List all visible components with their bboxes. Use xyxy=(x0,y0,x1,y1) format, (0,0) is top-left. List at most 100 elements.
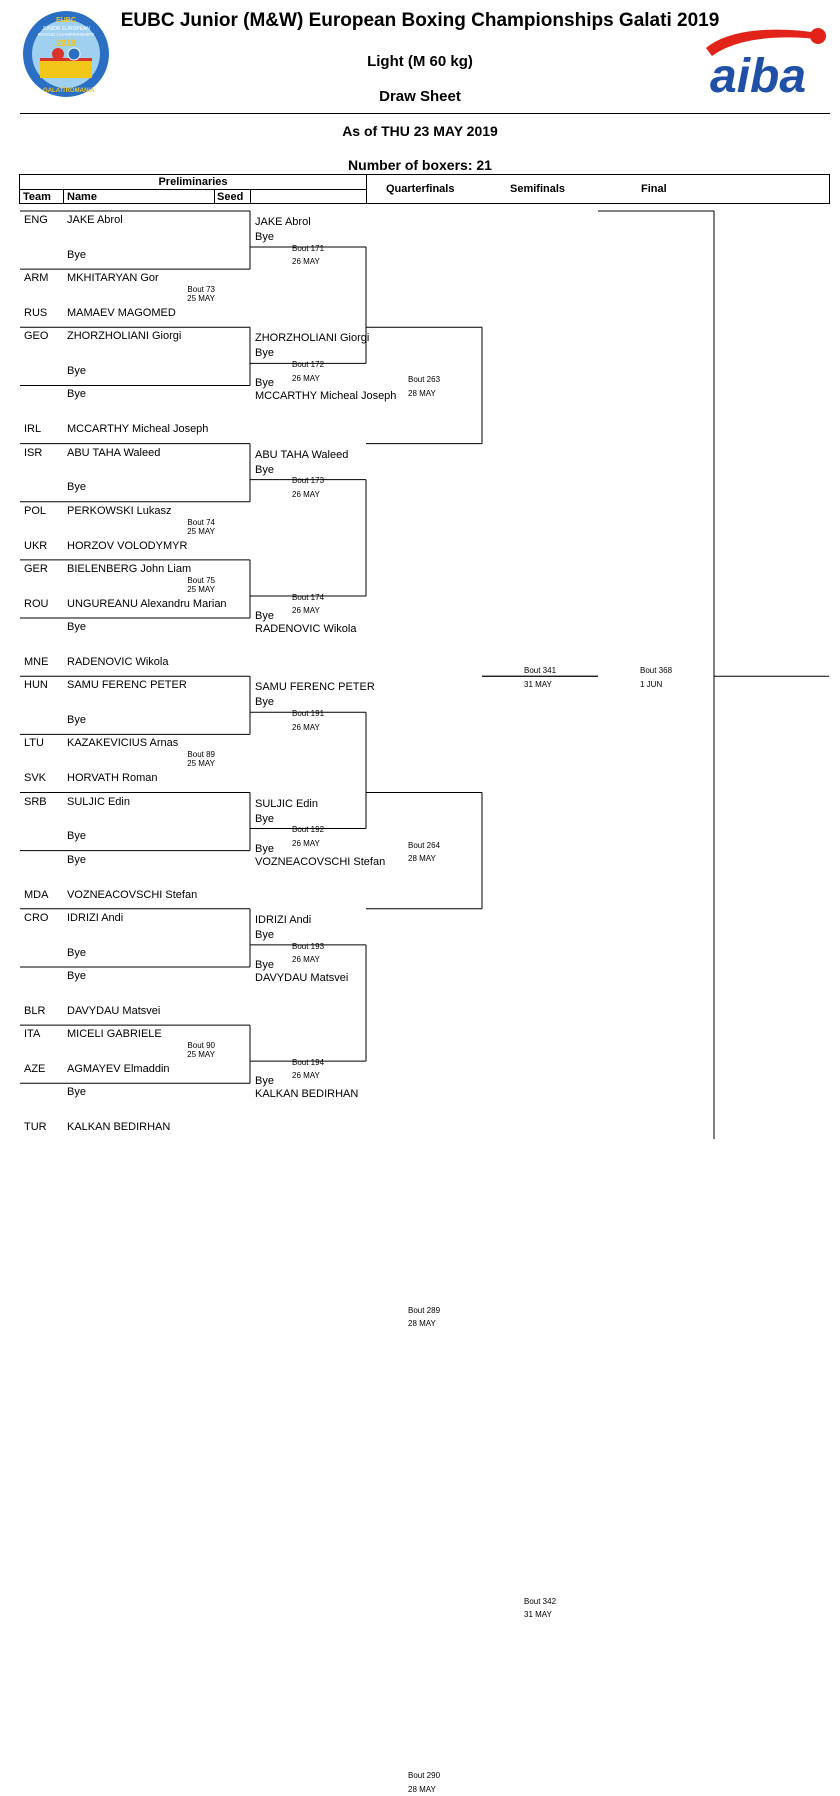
header-col-divider xyxy=(366,174,367,204)
bout-number: Bout 191 xyxy=(292,709,325,719)
bye-label: Bye xyxy=(255,812,274,825)
svg-text:BOXING CHAMPIONSHIPS: BOXING CHAMPIONSHIPS xyxy=(38,32,95,37)
boxer-name: MICELI GABRIELE xyxy=(67,1028,162,1041)
bout-number: Bout 341 xyxy=(524,666,557,676)
bout-number: Bout 263 xyxy=(408,375,441,385)
bye-label: Bye xyxy=(255,842,274,855)
bout-number: Bout 290 xyxy=(408,1771,441,1781)
team-code: UKR xyxy=(24,539,48,552)
bout-number: Bout 289 xyxy=(408,1305,441,1315)
name-header: Name xyxy=(67,191,97,203)
advancing-boxer: JAKE Abrol xyxy=(255,216,311,229)
prelim-bout-number: Bout 73 xyxy=(187,285,215,295)
boxer-name: JAKE Abrol xyxy=(67,214,123,226)
team-code: HUN xyxy=(24,679,48,692)
bout-date: 31 MAY xyxy=(524,679,552,689)
boxer-name: MCCARTHY Micheal Joseph xyxy=(67,423,209,436)
bout-date: 26 MAY xyxy=(292,373,320,383)
boxer-name: HORZOV VOLODYMYR xyxy=(67,539,188,552)
advancing-boxer: DAVYDAU Matsvei xyxy=(255,971,349,984)
svg-text:2019: 2019 xyxy=(56,38,76,48)
boxer-name: MKHITARYAN Gor xyxy=(67,272,159,285)
team-code: SRB xyxy=(24,795,47,808)
prelim-bout-number: Bout 74 xyxy=(187,517,215,527)
team-code: SVK xyxy=(24,772,47,785)
team-code: CRO xyxy=(24,911,49,924)
team-code: LTU xyxy=(24,737,44,750)
team-code: AZE xyxy=(24,1062,46,1075)
team-code: TUR xyxy=(24,1121,47,1134)
boxer-name: HORVATH Roman xyxy=(67,772,158,785)
bout-date: 26 MAY xyxy=(292,1071,320,1081)
boxer-name: KALKAN BEDIRHAN xyxy=(67,1121,171,1134)
advancing-boxer: ZHORZHOLIANI Giorgi xyxy=(255,332,370,345)
bye-label: Bye xyxy=(67,481,86,494)
bye-label: Bye xyxy=(255,231,274,244)
boxer-name: DAVYDAU Matsvei xyxy=(67,1004,161,1017)
advancing-boxer: VOZNEACOVSCHI Stefan xyxy=(255,855,386,868)
semifinals-header: Semifinals xyxy=(510,183,566,195)
bye-label: Bye xyxy=(255,377,274,390)
boxer-name: VOZNEACOVSCHI Stefan xyxy=(67,888,198,901)
boxer-name: SAMU FERENC PETER xyxy=(67,679,187,692)
boxer-name: PERKOWSKI Lukasz xyxy=(67,504,172,517)
aiba-logo: aiba xyxy=(700,22,828,103)
bye-label: Bye xyxy=(67,714,86,727)
prelim-bout-date: 25 MAY xyxy=(187,294,215,304)
prelim-bout-date: 25 MAY xyxy=(187,1050,215,1060)
prelim-bout-number: Bout 75 xyxy=(187,575,215,585)
as-of-date: As of THU 23 MAY 2019 xyxy=(342,123,498,139)
advancing-boxer: MCCARTHY Micheal Joseph xyxy=(255,390,397,403)
advancing-boxer: SULJIC Edin xyxy=(255,797,318,810)
bout-date: 28 MAY xyxy=(408,1784,436,1794)
header-col-divider xyxy=(214,189,215,204)
bout-number: Bout 174 xyxy=(292,592,325,602)
boxer-name: AGMAYEV Elmaddin xyxy=(67,1062,170,1075)
final-header: Final xyxy=(641,183,667,195)
bye-label: Bye xyxy=(255,696,274,709)
team-code: MDA xyxy=(24,888,49,901)
bout-date: 26 MAY xyxy=(292,955,320,965)
boxer-name: ABU TAHA Waleed xyxy=(67,446,161,459)
boxer-name: ZHORZHOLIANI Giorgi xyxy=(67,330,182,343)
team-code: RUS xyxy=(24,307,48,320)
boxer-name: SULJIC Edin xyxy=(67,795,130,808)
bout-date: 26 MAY xyxy=(292,838,320,848)
team-code: ISR xyxy=(24,446,43,459)
svg-text:GALATI: GALATI xyxy=(43,88,65,94)
header-col-divider xyxy=(63,189,64,204)
bout-date: 28 MAY xyxy=(408,854,436,864)
team-code: IRL xyxy=(24,423,42,436)
bout-date: 26 MAY xyxy=(292,722,320,732)
team-code: ARM xyxy=(24,272,49,285)
bye-label: Bye xyxy=(255,463,274,476)
bout-date: 31 MAY xyxy=(524,1610,552,1620)
boxer-name: BIELENBERG John Liam xyxy=(67,562,192,575)
team-code: ROU xyxy=(24,597,49,610)
svg-text:ROMANIA: ROMANIA xyxy=(66,88,95,94)
bout-number: Bout 171 xyxy=(292,243,325,253)
final-bout-date: 1 JUN xyxy=(640,679,663,689)
advancing-boxer: IDRIZI Andi xyxy=(255,913,312,926)
bye-label: Bye xyxy=(67,969,86,982)
svg-text:EUBC: EUBC xyxy=(56,17,76,24)
team-header: Team xyxy=(23,191,51,203)
championship-title: EUBC Junior (M&W) European Boxing Champi… xyxy=(120,10,720,31)
team-code: ITA xyxy=(24,1028,41,1041)
bout-date: 26 MAY xyxy=(292,489,320,499)
bout-number: Bout 193 xyxy=(292,941,325,951)
bout-date: 26 MAY xyxy=(292,257,320,267)
bye-label: Bye xyxy=(67,248,86,261)
header-divider xyxy=(20,113,830,114)
bout-number: Bout 342 xyxy=(524,1596,557,1606)
svg-text:aiba: aiba xyxy=(710,50,806,100)
prelim-bout-number: Bout 90 xyxy=(187,1041,215,1051)
team-code: ENG xyxy=(24,214,48,226)
boxer-name: RADENOVIC Wikola xyxy=(67,655,169,668)
bout-date: 28 MAY xyxy=(408,388,436,398)
sheet-type-title: Draw Sheet xyxy=(379,88,461,105)
bye-label: Bye xyxy=(67,1086,86,1099)
team-code: POL xyxy=(24,504,47,517)
prelim-bout-date: 25 MAY xyxy=(187,584,215,594)
header-subdivider xyxy=(19,189,367,190)
